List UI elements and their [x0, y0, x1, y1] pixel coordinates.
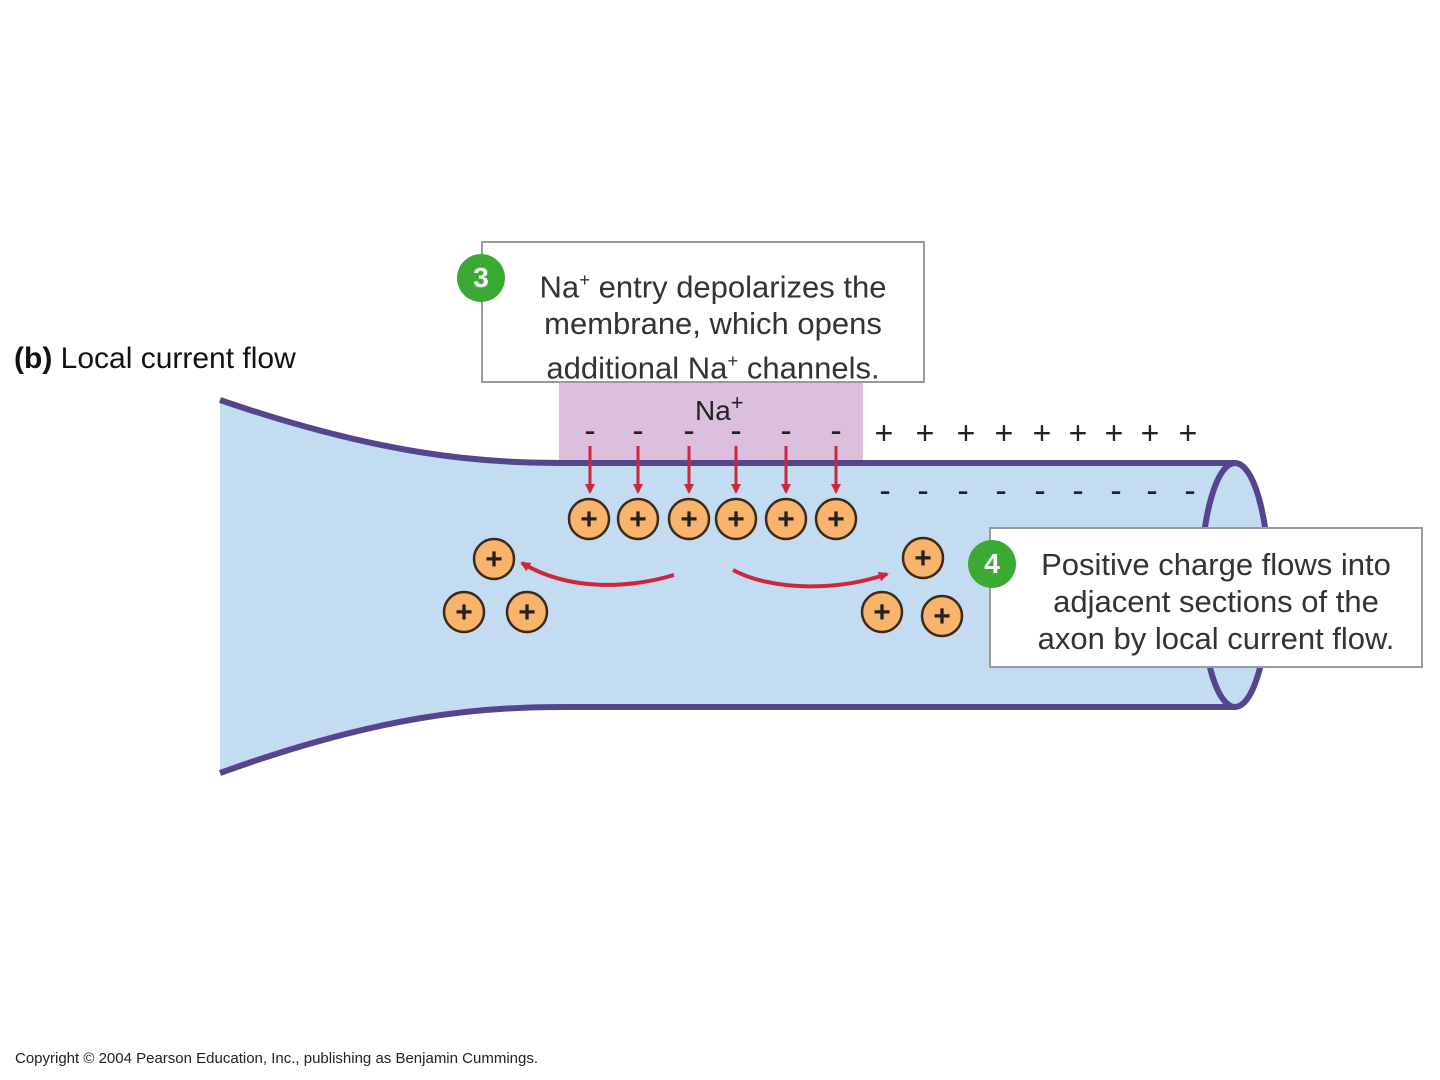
- sodium-ion: +: [667, 497, 711, 541]
- step-4-badge: 4: [968, 540, 1016, 588]
- svg-text:+: +: [518, 596, 536, 629]
- inside-minus-sign: -: [1110, 472, 1121, 510]
- panel-title: (b) Local current flow: [14, 342, 296, 376]
- step-4-line-1: Positive charge flows into: [1041, 547, 1391, 582]
- inside-minus-sign: -: [1146, 472, 1157, 510]
- step-3-line-3: additional Na+ channels.: [546, 350, 880, 386]
- outside-minus-sign: -: [632, 412, 643, 450]
- svg-text:+: +: [680, 503, 698, 536]
- svg-text:+: +: [485, 543, 503, 576]
- sodium-ion: +: [814, 497, 858, 541]
- inside-minus-sign: -: [879, 472, 890, 510]
- outside-positive-charges: + + + + + + + + +: [875, 415, 1198, 451]
- outside-plus-sign: +: [916, 415, 935, 451]
- sodium-ion: +: [616, 497, 660, 541]
- sodium-influx-arrows: [585, 446, 841, 494]
- outside-minus-sign: -: [830, 412, 841, 450]
- outside-minus-sign: -: [584, 412, 595, 450]
- outside-minus-sign: -: [780, 412, 791, 450]
- inside-minus-sign: -: [1072, 472, 1083, 510]
- inside-minus-sign: -: [1184, 472, 1195, 510]
- inside-minus-sign: -: [957, 472, 968, 510]
- svg-text:+: +: [727, 503, 745, 536]
- local-current-arrow-right: [732, 568, 889, 589]
- svg-text:+: +: [827, 503, 845, 536]
- inside-minus-sign: -: [1034, 472, 1045, 510]
- sodium-ion: +: [764, 497, 808, 541]
- inside-minus-sign: -: [995, 472, 1006, 510]
- step-3-badge: 3: [457, 254, 505, 302]
- positive-ions: ++++++++++++: [442, 497, 964, 638]
- outside-minus-sign: -: [683, 412, 694, 450]
- step-3-callout: Na+ entry depolarizes the membrane, whic…: [481, 241, 925, 386]
- sodium-ion-label: Na+: [695, 390, 744, 426]
- outside-plus-sign: +: [1069, 415, 1088, 451]
- outside-negative-charges: ------: [584, 412, 841, 450]
- outside-minus-sign: -: [730, 412, 741, 450]
- outside-plus-sign: +: [1105, 415, 1124, 451]
- svg-text:+: +: [629, 503, 647, 536]
- sodium-ion: +: [860, 590, 904, 634]
- axon-body: [220, 400, 1235, 773]
- sodium-ion: +: [442, 590, 486, 634]
- panel-title-text: Local current flow: [60, 342, 296, 375]
- step-4-line-3: axon by local current flow.: [1037, 621, 1395, 656]
- depolarized-membrane-region: [559, 383, 863, 463]
- inside-negative-charges: ---------: [879, 472, 1195, 510]
- svg-text:+: +: [580, 503, 598, 536]
- outside-plus-sign: +: [957, 415, 976, 451]
- outside-plus-sign: +: [1141, 415, 1160, 451]
- svg-text:+: +: [873, 596, 891, 629]
- outside-plus-sign: +: [995, 415, 1014, 451]
- step-4-line-2: adjacent sections of the: [1053, 584, 1379, 619]
- sodium-ion: +: [472, 537, 516, 581]
- membrane-top: [219, 397, 1235, 466]
- local-current-arrow-left: [520, 561, 675, 587]
- svg-text:+: +: [914, 542, 932, 575]
- sodium-ion: +: [567, 497, 611, 541]
- inside-minus-sign: -: [917, 472, 928, 510]
- step-4-callout: Positive charge flows into adjacent sect…: [989, 527, 1423, 668]
- step-3-line-2: membrane, which opens: [544, 306, 882, 342]
- sodium-ion: +: [920, 594, 964, 638]
- sodium-ion: +: [714, 497, 758, 541]
- svg-text:+: +: [933, 600, 951, 633]
- svg-text:+: +: [455, 596, 473, 629]
- step-3-line-1: Na+ entry depolarizes the: [539, 269, 887, 305]
- outside-plus-sign: +: [1033, 415, 1052, 451]
- copyright-notice: Copyright © 2004 Pearson Education, Inc.…: [15, 1050, 539, 1067]
- outside-plus-sign: +: [875, 415, 894, 451]
- panel-label: (b): [14, 342, 53, 375]
- sodium-ion: +: [505, 590, 549, 634]
- svg-text:+: +: [777, 503, 795, 536]
- outside-plus-sign: +: [1179, 415, 1198, 451]
- membrane-bottom: [218, 704, 1235, 776]
- sodium-ion: +: [901, 536, 945, 580]
